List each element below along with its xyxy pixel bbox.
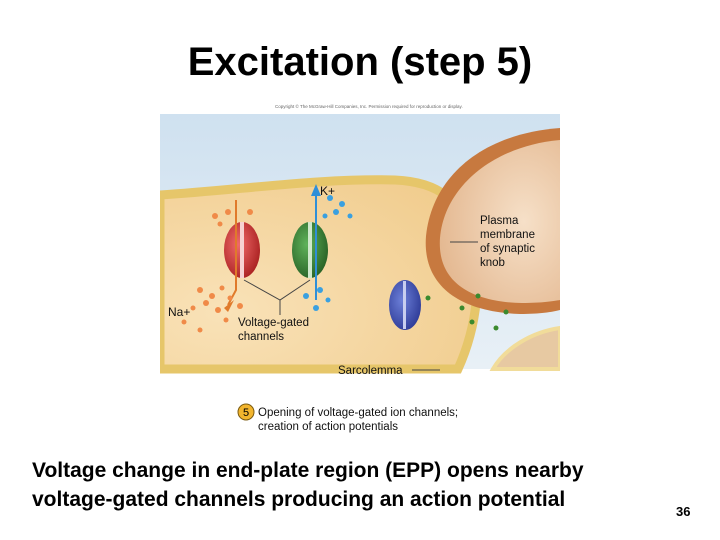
potassium-channel-icon [292,222,328,278]
copyright-text: Copyright © The McGraw-Hill Companies, I… [275,103,463,109]
slide-title: Excitation (step 5) [187,40,533,84]
channels-label-2: channels [238,331,284,343]
plasma-label-1: Plasma [480,215,519,227]
excitation-figure: Copyright © The McGraw-Hill Companies, I… [155,100,562,440]
sarcolemma-label: Sarcolemma [338,365,403,377]
channels-leader-line [243,279,311,315]
step-number: 5 [243,407,249,419]
step-badge-icon [237,403,255,421]
step-text-1: Opening of voltage-gated ion channels; [258,407,458,419]
neurotransmitter-dots [425,293,509,331]
channels-label-1: Voltage-gated [238,317,309,329]
na-ion-label: Na+ [168,305,190,319]
k-ion-label: K+ [320,184,335,198]
plasma-label-2: membrane [480,229,535,241]
caption-line-2: voltage-gated channels producing an acti… [32,488,566,511]
acetylcholine-receptor-icon [389,280,421,330]
synaptic-knob [439,140,560,303]
step-text-2: creation of action potentials [258,421,398,433]
slide-caption: Voltage change in end-plate region (EPP)… [32,456,672,514]
sodium-channel-icon [224,222,260,278]
sodium-ions [181,209,253,333]
adjacent-knob [489,325,562,371]
plasma-label-3: of synaptic [480,243,535,255]
page-number: 36 [676,504,691,519]
caption-line-1: Voltage change in end-plate region (EPP)… [32,459,584,482]
plasma-label-4: knob [480,257,505,269]
potassium-ions [303,195,353,311]
figure-illustration: Copyright © The McGraw-Hill Companies, I… [155,103,562,433]
